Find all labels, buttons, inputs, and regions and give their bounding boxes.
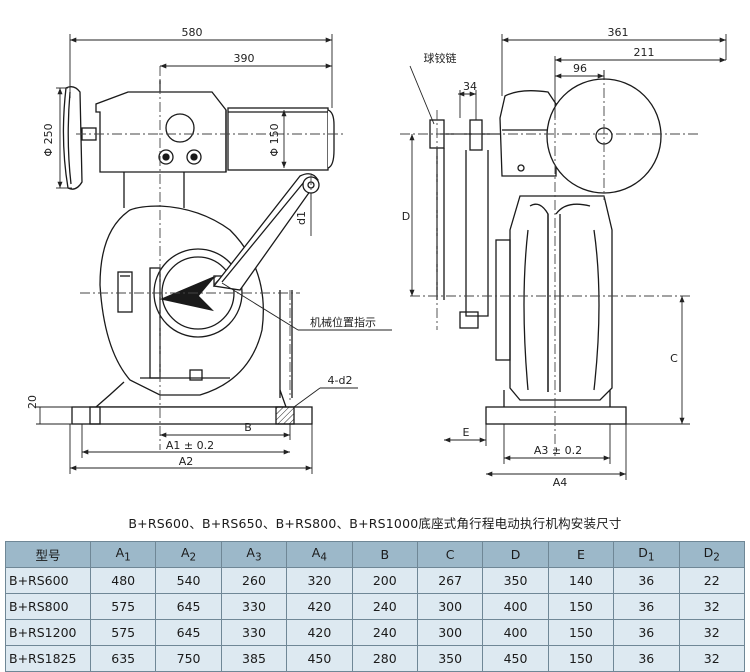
dim-a4: A4 [553,476,568,489]
cell-d1: 36 [613,619,680,646]
dim-c: C [670,352,678,365]
cell-d: 400 [482,619,549,646]
dim-a2: A2 [179,455,194,468]
dim-d1: d1 [295,211,308,225]
cell-e: 150 [547,645,615,672]
label-position-indicator: 机械位置指示 [310,315,376,329]
cell-a1: 480 [89,567,157,594]
header-model: 型号 [5,541,91,568]
dim-b-left: B [244,421,252,434]
dim-phi150: Φ 150 [268,123,281,156]
header-a4: A4 [286,541,353,568]
cell-d2: 22 [678,567,746,594]
dim-phi250: Φ 250 [42,123,55,156]
cell-a4: 420 [286,619,353,646]
cell-model: B+RS1200 [5,619,91,646]
table-header-row: 型号 A1 A2 A3 A4 B C D E D1 D2 [5,541,746,568]
cell-model: B+RS600 [5,567,91,594]
centerlines-left [76,66,345,450]
cell-d1: 36 [613,593,680,620]
dim-34: 34 [463,80,477,93]
front-view [62,80,335,425]
dim-580: 580 [182,26,203,39]
header-d2: D2 [678,541,746,568]
cell-a2: 645 [155,619,222,646]
cell-a2: 540 [155,567,222,594]
cell-model: B+RS1825 [5,645,91,672]
table-row: B+RS1825 635 750 385 450 280 350 450 150… [5,645,746,672]
cell-d: 450 [482,645,549,672]
base-plate [71,406,313,425]
dim-a1: A1 ± 0.2 [166,439,214,452]
dim-390: 390 [234,52,255,65]
header-c: C [416,541,484,568]
cell-d2: 32 [678,619,746,646]
cell-d2: 32 [678,593,746,620]
cell-a2: 645 [155,593,222,620]
dim-20: 20 [26,395,39,409]
label-ball-hinge-chain: 球铰链 [424,51,457,65]
body-casing [99,205,264,396]
dim-211: 211 [634,46,655,59]
table-row: B+RS600 480 540 260 320 200 267 350 140 … [5,567,746,594]
actuator-head [95,80,335,173]
centerlines-right [400,70,700,456]
dimensions-right [409,34,727,480]
header-a1: A1 [89,541,157,568]
cell-a4: 320 [286,567,353,594]
dimensions-left [36,34,392,474]
cell-a3: 385 [220,645,288,672]
table-row: B+RS800 575 645 330 420 240 300 400 150 … [5,593,746,620]
cell-e: 150 [547,619,615,646]
cell-a4: 420 [286,593,353,620]
cell-a3: 260 [220,567,288,594]
header-a3: A3 [220,541,288,568]
dim-d: D [402,210,410,223]
dim-a3: A3 ± 0.2 [534,444,582,457]
cell-b: 240 [351,619,418,646]
cell-b: 240 [351,593,418,620]
cell-d1: 36 [613,567,680,594]
header-d: D [482,541,549,568]
cell-d: 350 [482,567,549,594]
cell-d1: 36 [613,645,680,672]
cell-a3: 330 [220,593,288,620]
dimension-labels-left: 580 390 Φ 250 Φ 150 d1 20 4-d2 B A1 ± 0.… [26,26,376,468]
cell-b: 280 [351,645,418,672]
spec-table: 型号 A1 A2 A3 A4 B C D E D1 D2 B+RS600 480… [5,541,746,672]
side-view [429,78,662,425]
cell-a1: 635 [89,645,157,672]
dimension-labels-right: 361 211 96 34 D C E A3 ± 0.2 A4 球铰链 [402,26,678,489]
cell-e: 150 [547,593,615,620]
cell-d2: 32 [678,645,746,672]
header-d1: D1 [613,541,680,568]
cell-e: 140 [547,567,615,594]
header-b: B [351,541,418,568]
dim-361: 361 [608,26,629,39]
cell-b: 200 [351,567,418,594]
dim-e: E [463,426,470,439]
cell-d: 400 [482,593,549,620]
cell-c: 350 [416,645,484,672]
handwheel [62,86,97,190]
cell-a1: 575 [89,593,157,620]
cell-model: B+RS800 [5,593,91,620]
cell-a3: 330 [220,619,288,646]
installation-drawing: 580 390 Φ 250 Φ 150 d1 20 4-d2 B A1 ± 0.… [26,26,727,489]
header-a2: A2 [155,541,222,568]
cell-c: 300 [416,619,484,646]
figure-caption: B+RS600、B+RS650、B+RS800、B+RS1000底座式角行程电动… [128,516,622,531]
dim-96: 96 [573,62,587,75]
cell-c: 300 [416,593,484,620]
cell-a1: 575 [89,619,157,646]
cell-a2: 750 [155,645,222,672]
cell-c: 267 [416,567,484,594]
table-row: B+RS1200 575 645 330 420 240 300 400 150… [5,619,746,646]
header-e: E [547,541,615,568]
cell-a4: 450 [286,645,353,672]
dim-4d2: 4-d2 [328,374,353,387]
